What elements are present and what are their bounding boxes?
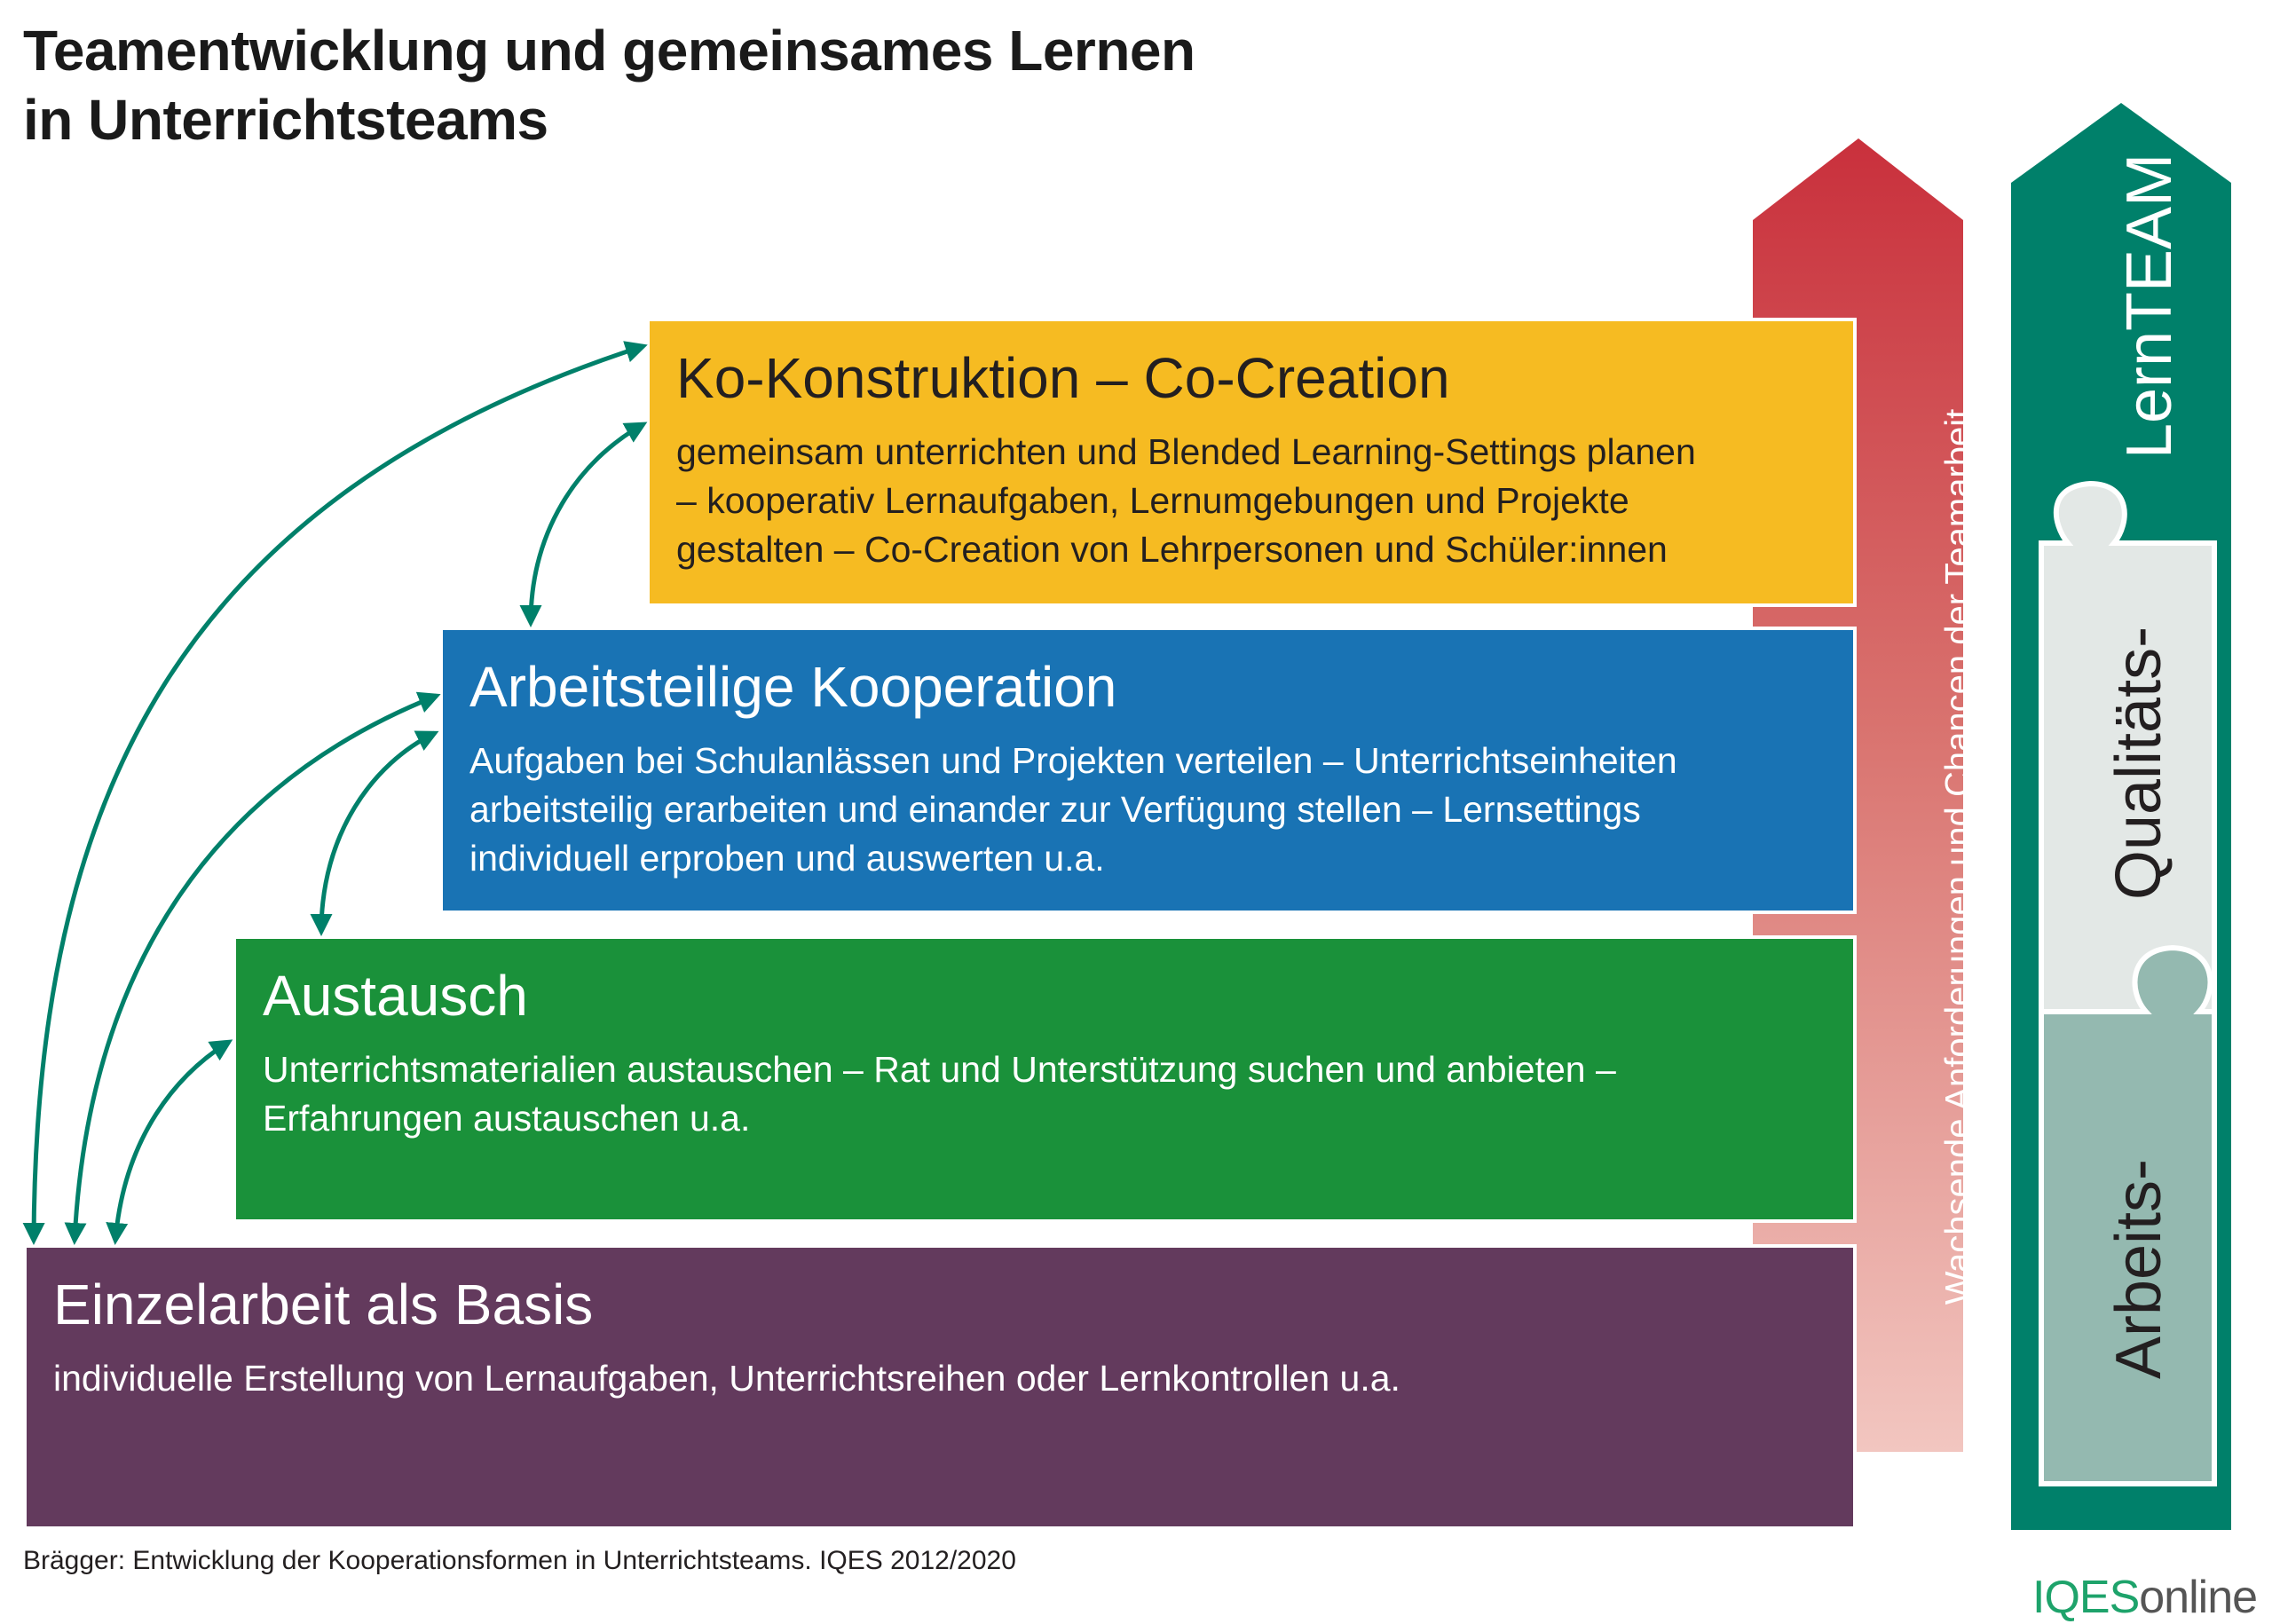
level-co-creation: Ko-Konstruktion – Co-Creation gemeinsam … (646, 318, 1857, 607)
arrow-einzel-to-kokonstruktion (22, 341, 648, 1245)
arrow-austausch-to-kooperation (310, 730, 439, 936)
puzzle-piece-qualitaet (2039, 480, 2217, 1014)
arrow-einzel-to-austausch (106, 1039, 233, 1245)
level-description: individuelle Erstellung von Lernaufgaben… (53, 1354, 1830, 1403)
page-title: Teamentwicklung und gemeinsames Lernen i… (23, 16, 1195, 154)
level-einzelarbeit: Einzelarbeit als Basis individuelle Erst… (23, 1244, 1857, 1530)
level-title: Einzelarbeit als Basis (53, 1273, 594, 1336)
description-line: Aufgaben bei Schulanlässen und Projekten… (469, 740, 1677, 781)
arrow-kooperation-to-kokonstruktion (519, 422, 648, 627)
title-line-2: in Unterrichtsteams (23, 88, 548, 152)
description-line: individuelle Erstellung von Lernaufgaben… (53, 1358, 1400, 1399)
logo-part-2: online (2139, 1572, 2258, 1623)
level-title: Ko-Konstruktion – Co-Creation (676, 346, 1450, 410)
arrow-einzel-to-kooperation (64, 691, 441, 1245)
description-line: gestalten – Co-Creation von Lehrpersonen… (676, 529, 1668, 570)
source-citation: Brägger: Entwicklung der Kooperationsfor… (23, 1546, 1016, 1575)
puzzle-piece-arbeits (2039, 944, 2217, 1486)
description-line: arbeitsteilig erarbeiten und einander zu… (469, 789, 1641, 830)
description-line: – kooperativ Lernaufgaben, Lernumgebunge… (676, 480, 1629, 521)
title-line-1: Teamentwicklung und gemeinsames Lernen (23, 19, 1195, 83)
level-description: gemeinsam unterrichten und Blended Learn… (676, 428, 1830, 574)
iqes-logo: IQESonline (2032, 1571, 2258, 1624)
description-line: gemeinsam unterrichten und Blended Learn… (676, 431, 1696, 472)
logo-part-1: IQES (2032, 1572, 2140, 1623)
